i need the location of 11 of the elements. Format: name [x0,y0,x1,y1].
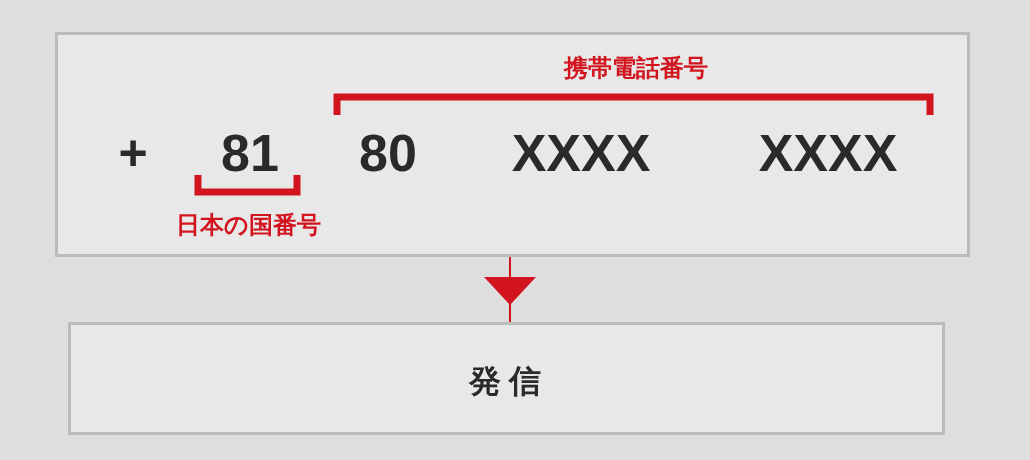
number-part: XXXX [758,127,898,179]
call-button [68,322,945,435]
plus-sign: + [118,128,148,178]
number-part: 80 [359,127,417,179]
bracket-label: 日本の国番号 [175,213,321,237]
bracket-label: 携帯電話番号 [564,56,708,80]
button-label: 発信 [469,365,549,397]
number-part: XXXX [511,127,651,179]
country-code: 81 [221,127,279,179]
arrow [484,256,536,323]
number-panel [55,32,970,257]
